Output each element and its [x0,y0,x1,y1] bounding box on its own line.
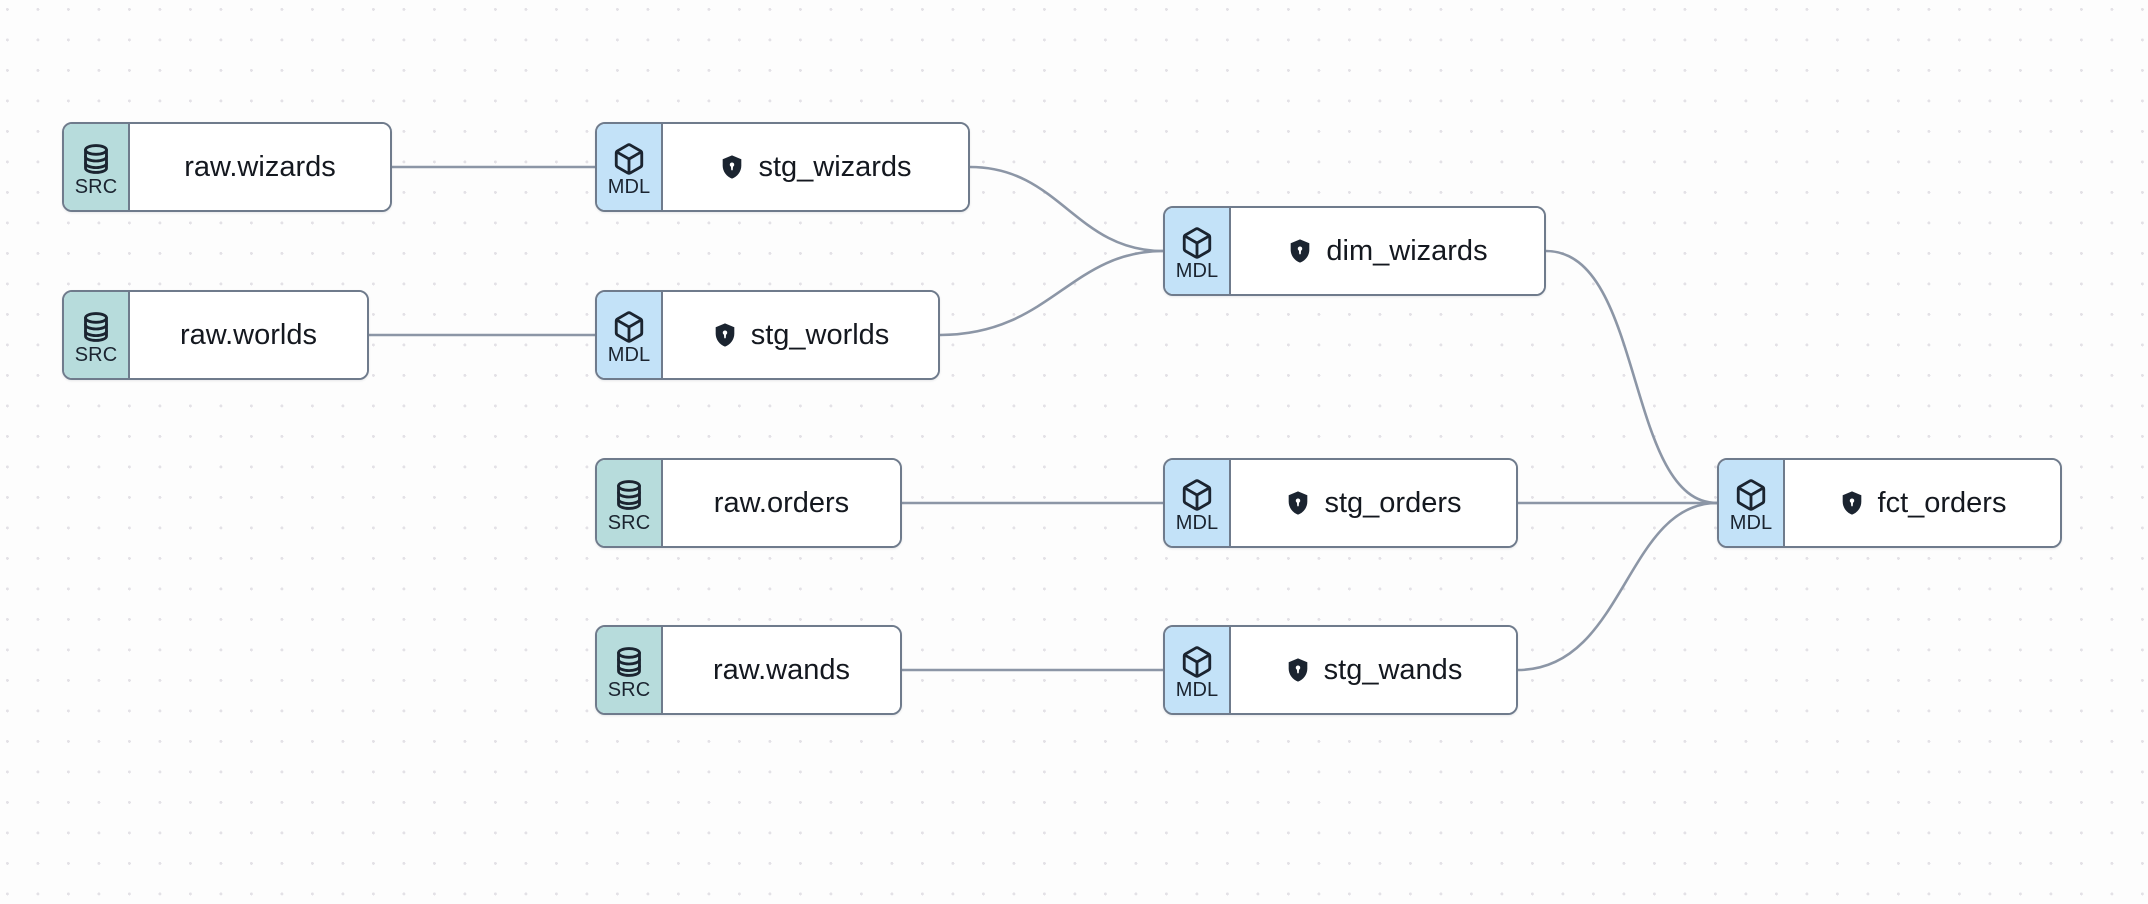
node-label: stg_wizards [758,151,912,183]
node-type-badge: SRC [64,292,130,378]
shield-lock-icon [719,154,745,180]
edge-stg_wizards-to-dim_wizards [968,165,1165,253]
node-body: raw.wizards [130,124,390,210]
node-type-badge: MDL [1165,208,1231,294]
edge-stg_wands-to-fct_orders [1516,501,1719,672]
node-body: raw.wands [663,627,900,713]
cube-icon [1180,478,1214,512]
node-body: stg_wands [1231,627,1516,713]
node-raw_wands[interactable]: SRC raw.wands [595,625,902,715]
shield-lock-icon [1285,490,1311,516]
shield-lock-icon [712,322,738,348]
node-label: fct_orders [1877,487,2007,519]
node-label: dim_wizards [1326,235,1488,267]
shield-lock-icon [1287,238,1313,264]
node-type-label: SRC [607,678,651,701]
node-type-badge: SRC [597,460,663,546]
node-type-label: MDL [607,175,651,198]
cube-icon [1180,226,1214,260]
cube-icon [1734,478,1768,512]
node-dim_wizards[interactable]: MDL dim_wizards [1163,206,1546,296]
node-type-badge: MDL [1719,460,1785,546]
node-label: raw.worlds [180,319,317,351]
node-body: stg_wizards [663,124,968,210]
node-type-label: MDL [1175,678,1219,701]
node-type-badge: SRC [64,124,130,210]
node-stg_wizards[interactable]: MDL stg_wizards [595,122,970,212]
node-body: raw.worlds [130,292,367,378]
cube-icon [1180,645,1214,679]
node-label: raw.orders [713,487,850,519]
node-label: stg_orders [1324,487,1462,519]
cube-icon [612,310,646,344]
node-body: stg_worlds [663,292,938,378]
shield-lock-icon [1839,490,1865,516]
node-type-badge: MDL [1165,460,1231,546]
cube-icon [612,142,646,176]
node-type-label: SRC [607,511,651,534]
node-label: raw.wizards [184,151,336,183]
edge-stg_worlds-to-dim_wizards [938,249,1165,337]
node-fct_orders[interactable]: MDL fct_orders [1717,458,2062,548]
node-type-badge: MDL [597,124,663,210]
node-type-badge: MDL [597,292,663,378]
node-raw_wizards[interactable]: SRC raw.wizards [62,122,392,212]
node-raw_worlds[interactable]: SRC raw.worlds [62,290,369,380]
node-stg_worlds[interactable]: MDL stg_worlds [595,290,940,380]
node-label: stg_wands [1323,654,1463,686]
node-type-label: MDL [1175,259,1219,282]
node-stg_wands[interactable]: MDL stg_wands [1163,625,1518,715]
database-icon [79,142,113,176]
node-raw_orders[interactable]: SRC raw.orders [595,458,902,548]
node-type-badge: SRC [597,627,663,713]
node-type-label: MDL [1175,511,1219,534]
database-icon [612,645,646,679]
node-type-badge: MDL [1165,627,1231,713]
node-label: raw.wands [712,654,850,686]
node-body: fct_orders [1785,460,2060,546]
node-body: dim_wizards [1231,208,1544,294]
database-icon [612,478,646,512]
shield-lock-icon [1285,657,1311,683]
edge-dim_wizards-to-fct_orders [1544,249,1719,505]
node-type-label: SRC [74,175,118,198]
node-type-label: MDL [1729,511,1773,534]
node-label: stg_worlds [750,319,890,351]
database-icon [79,310,113,344]
node-type-label: SRC [74,343,118,366]
node-type-label: MDL [607,343,651,366]
node-body: stg_orders [1231,460,1516,546]
node-stg_orders[interactable]: MDL stg_orders [1163,458,1518,548]
node-body: raw.orders [663,460,900,546]
